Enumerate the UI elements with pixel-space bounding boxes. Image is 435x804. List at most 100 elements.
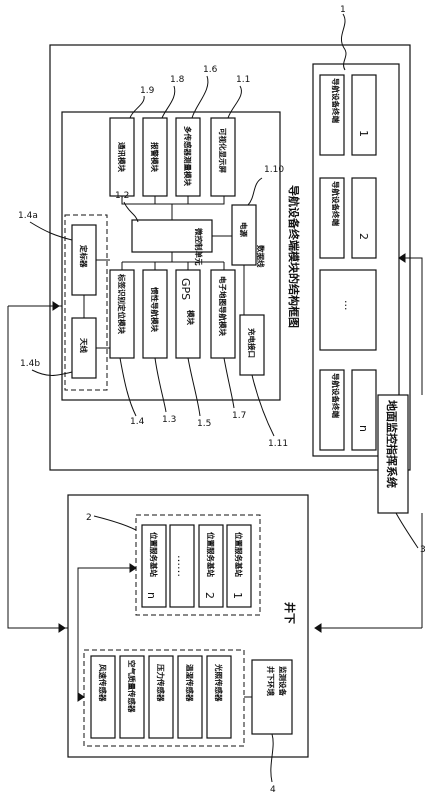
left-vertical-link [7, 306, 68, 629]
env-monitor-label-1: 井下环境 [266, 666, 276, 696]
svg-text:电子地图导航模块: 电子地图导航模块 [218, 276, 228, 336]
svg-text:1.5: 1.5 [197, 419, 211, 429]
svg-text:可视化显示屏: 可视化显示屏 [218, 128, 228, 173]
svg-text:1.6: 1.6 [203, 65, 218, 75]
terminal-index-1: 1 [357, 130, 370, 137]
svg-text:2: 2 [203, 592, 216, 599]
svg-text:1.11: 1.11 [268, 439, 288, 449]
power-unit [231, 204, 257, 266]
arrow-to-well [314, 623, 322, 633]
svg-text:风速传感器: 风速传感器 [98, 664, 108, 702]
svg-text:1.10: 1.10 [264, 165, 284, 175]
ground-monitor-box [377, 394, 409, 514]
top-module-group: 可视化显示屏 多传感器测量模块 报警模块 通讯模块 [109, 117, 236, 197]
ref-3: 3 [420, 545, 426, 555]
antenna-label: 天线 [79, 338, 89, 353]
scaler-unit [71, 224, 97, 296]
svg-text:压力传感器: 压力传感器 [156, 664, 166, 702]
svg-text:通讯模块: 通讯模块 [117, 142, 127, 172]
svg-text:模块: 模块 [186, 310, 196, 325]
ground-monitor-link [405, 257, 423, 628]
sensor-temp-humidity: 温湿传感器 [177, 655, 203, 739]
callout-3 [395, 512, 419, 549]
arrow-to-stations [129, 563, 137, 573]
module-gps [175, 269, 201, 359]
svg-text:光照传感器: 光照传感器 [214, 663, 224, 702]
callout-1 [340, 13, 347, 71]
terminal-label-n: 导航设备终端 [331, 373, 341, 418]
module-emap [210, 269, 236, 359]
svg-text:……: …… [175, 555, 188, 577]
arrow-to-sensors [77, 692, 85, 702]
underground-label: 井下 [283, 602, 297, 624]
bottom-bus-line [121, 235, 232, 270]
svg-text:n: n [145, 592, 158, 599]
module-display [210, 117, 236, 197]
top-bus-line [121, 196, 225, 220]
svg-text:1: 1 [231, 592, 244, 599]
terminal-label-1: 导航设备终端 [331, 78, 341, 123]
sensor-pressure: 压力传感器 [148, 655, 174, 739]
svg-text:1.4a: 1.4a [18, 211, 38, 221]
power-label: 电源 [239, 222, 249, 237]
terminal-row-2: 导航设备终端 2 [319, 177, 377, 259]
svg-text:1.8: 1.8 [170, 75, 185, 85]
callout-4 [270, 733, 274, 783]
callout-2 [93, 515, 137, 531]
module-inertial [142, 269, 168, 359]
arrow-right-to-terminal [52, 301, 60, 311]
svg-text:1.9: 1.9 [140, 86, 155, 96]
svg-text:温湿传感器: 温湿传感器 [185, 664, 195, 702]
terminal-index-2: 2 [357, 233, 370, 240]
station-1: 位置服务基站 1 [226, 524, 252, 608]
env-monitor-device [251, 659, 293, 735]
svg-text:惯性导航模块: 惯性导航模块 [150, 287, 160, 332]
arrow-right-to-underground [58, 623, 66, 633]
ref-2: 2 [86, 513, 92, 523]
module-multisensor [175, 117, 201, 197]
terminal-index-n: n [357, 425, 370, 432]
svg-text:1.7: 1.7 [232, 411, 246, 421]
station-n: 位置服务基站 n [141, 524, 167, 608]
svg-text:位置服务基站: 位置服务基站 [234, 532, 244, 577]
svg-text:1.1: 1.1 [236, 75, 250, 85]
svg-text:1.4: 1.4 [130, 417, 145, 427]
svg-text:1.4b: 1.4b [20, 359, 40, 369]
module-alarm [142, 117, 168, 197]
module-tag-locate [109, 269, 135, 359]
ground-monitor-label: 地面监控指挥系统 [385, 400, 399, 488]
data-line-label: 数据线 [256, 245, 266, 268]
svg-text:1.2: 1.2 [115, 191, 129, 201]
diagram-title: 导航设备终端模块的结构框图 [287, 185, 301, 328]
module-communication [109, 117, 135, 197]
svg-text:报警模块: 报警模块 [150, 142, 160, 172]
charging-label: 充电接口 [247, 328, 257, 358]
svg-text:多传感器测量模块: 多传感器测量模块 [183, 126, 193, 186]
scaler-label: 定标器 [79, 245, 89, 268]
sensor-group-outline [83, 649, 245, 747]
sensor-air-quality: 空气质量传感器 [119, 655, 145, 739]
svg-text:1.3: 1.3 [162, 415, 176, 425]
svg-text:GPS: GPS [179, 278, 192, 300]
sensor-light: 光照传感器 [206, 655, 232, 739]
svg-text:标签识别定位模块: 标签识别定位模块 [117, 273, 127, 334]
terminal-ellipsis: ··· [339, 300, 352, 311]
ref-4: 4 [270, 785, 276, 795]
station-2: 位置服务基站 2 [198, 524, 224, 608]
terminal-label-2: 导航设备终端 [331, 181, 341, 226]
charging-port [239, 314, 265, 376]
arrow-to-terminals [398, 253, 406, 263]
svg-text:位置服务基站: 位置服务基站 [149, 532, 159, 577]
sensor-wind-speed: 风速传感器 [90, 655, 116, 739]
controller-label: 微控制单元 [194, 227, 204, 266]
terminal-row-n: 导航设备终端 n [319, 369, 377, 451]
antenna-links [83, 259, 110, 349]
bottom-module-group: 电子地图导航模块 GPS 模块 惯性导航模块 标签识别定位模块 [109, 269, 236, 359]
env-monitor-label-2: 监测设备 [278, 666, 288, 696]
ref-1: 1 [340, 5, 346, 15]
svg-text:空气质量传感器: 空气质量传感器 [127, 660, 137, 713]
callout-group: 1 1.1 1.6 1.8 1.9 1.10 1.2 1.4a 1.4b 1.4… [18, 5, 347, 449]
terminal-row-1: 导航设备终端 1 [319, 74, 377, 156]
